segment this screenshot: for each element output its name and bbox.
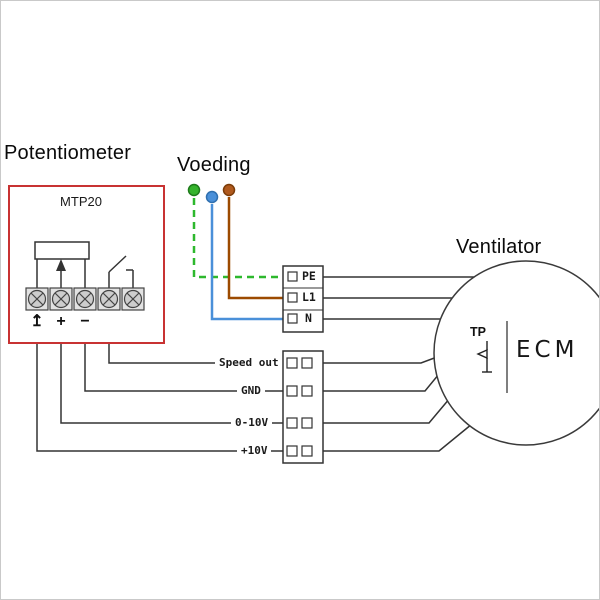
power-terminal-block	[282, 265, 324, 333]
wire-10v-right	[323, 423, 473, 452]
wires-to-ventilator	[323, 276, 476, 452]
terminal-label-n: N	[305, 311, 312, 325]
voeding-title: Voeding	[177, 154, 251, 176]
signal-wires-left	[36, 343, 283, 452]
screw-terminal	[49, 287, 73, 311]
wire-speed-out-left	[108, 343, 215, 364]
pe-dot-green	[187, 183, 201, 197]
thermal-protector-label: TP	[470, 325, 486, 339]
terminal-label-l1: L1	[302, 290, 316, 304]
signal-label-gnd: GND	[241, 384, 261, 397]
supply-connectors	[187, 183, 236, 204]
terminal-label-pe: PE	[302, 269, 316, 283]
wire-l1-brown	[227, 197, 283, 300]
l1-dot-brown	[222, 183, 236, 197]
minus-terminal-symbol: −	[80, 313, 90, 330]
potentiometer-symbol	[34, 241, 90, 288]
screw-terminal	[97, 287, 121, 311]
plus-terminal-symbol: +	[56, 313, 66, 330]
wire-n-blue	[210, 204, 283, 321]
signal-label-speed-out: Speed out	[219, 356, 279, 369]
thermal-protector-symbol	[476, 341, 492, 373]
wiper-terminal-symbol: ↥	[30, 313, 44, 330]
ventilator-circle	[433, 260, 599, 446]
switch-symbol	[108, 255, 134, 288]
screw-terminal	[73, 287, 97, 311]
motor-type-label: ECM	[516, 337, 579, 363]
signal-label-10v: +10V	[241, 444, 268, 457]
wire-0-10v-right	[323, 397, 451, 424]
signal-label-0-10v: 0-10V	[235, 416, 269, 429]
wire-pe-green	[192, 198, 283, 279]
wire-gnd-right	[323, 373, 440, 392]
wire-gnd-left	[84, 343, 283, 392]
ventilator-title: Ventilator	[456, 236, 542, 258]
wire-0-10v-left	[60, 343, 283, 424]
potentiometer-box	[8, 185, 165, 344]
supply-wires	[192, 197, 283, 321]
signal-terminal-block	[282, 350, 324, 464]
wire-speed-right	[323, 356, 438, 364]
screw-terminal	[121, 287, 145, 311]
screw-terminal	[25, 287, 49, 311]
wire-10v-left	[36, 343, 283, 452]
mtp20-model-label: MTP20	[60, 194, 102, 209]
wiper-arrow	[56, 259, 66, 271]
potentiometer-title: Potentiometer	[4, 142, 132, 164]
terminal-screws	[25, 287, 145, 311]
n-dot-blue	[205, 190, 219, 204]
